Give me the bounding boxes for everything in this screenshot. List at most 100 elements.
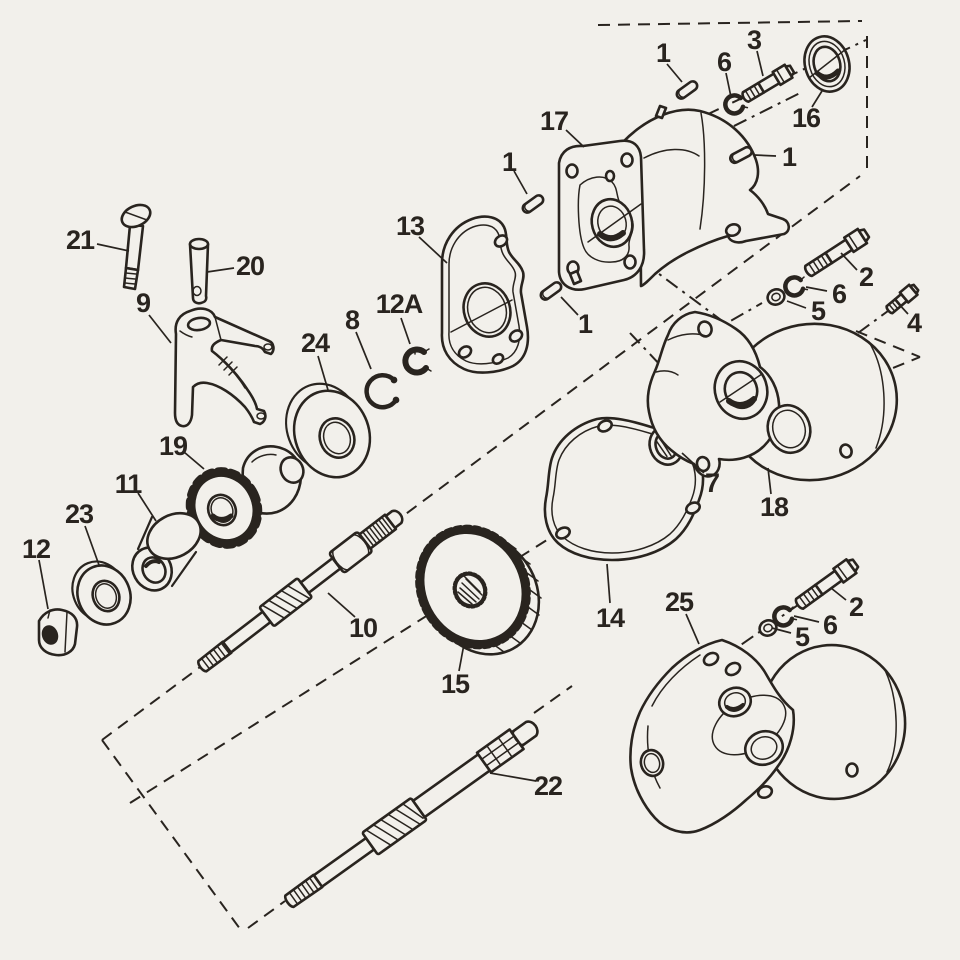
part-20-clevis-pin xyxy=(188,237,210,305)
bracket-bolt-hole xyxy=(724,223,742,237)
axis-bolt4 xyxy=(857,310,889,334)
leader-line-14-21 xyxy=(606,563,611,604)
nut-bore xyxy=(41,625,59,645)
callout-16-11: 16 xyxy=(792,103,821,133)
hub-knob xyxy=(279,456,305,484)
callout-15-22: 15 xyxy=(441,669,470,699)
callout-17-7: 17 xyxy=(540,106,568,136)
leader-line-1-14 xyxy=(560,296,579,316)
housing-top-stub xyxy=(654,104,668,120)
part-11-bushing xyxy=(130,511,202,592)
part-12-hex-nut xyxy=(37,608,79,657)
gear-teeth-ring xyxy=(415,524,531,650)
leader-line-6-9 xyxy=(725,72,732,98)
spline-bore-teeth xyxy=(452,571,488,609)
callout-25-23: 25 xyxy=(665,587,694,617)
callout-6-9: 6 xyxy=(717,47,732,77)
leader-line-7-19 xyxy=(681,452,705,474)
axis-main-upper xyxy=(101,175,861,741)
bushing-flange xyxy=(146,511,202,561)
bore-axis-line xyxy=(450,299,513,333)
bore-axis-line xyxy=(719,373,763,403)
callout-14-21: 14 xyxy=(596,603,625,633)
leader-line-5-17 xyxy=(786,300,807,309)
callout-2-15: 2 xyxy=(859,262,873,292)
centerline-top xyxy=(597,20,863,26)
leader-line-10-27 xyxy=(327,592,356,618)
part-23-washer xyxy=(71,560,132,626)
leader-line-16-11 xyxy=(811,90,823,108)
callout-13-6: 13 xyxy=(396,211,425,241)
callout-10-27: 10 xyxy=(349,613,377,643)
callout-1-12: 1 xyxy=(782,142,797,172)
leader-line-1-13 xyxy=(513,170,528,195)
fork-pivot-hole xyxy=(186,316,212,332)
gasket-bore xyxy=(462,282,512,338)
callout-19-28: 19 xyxy=(159,431,188,461)
part-25-cover-housing xyxy=(629,638,907,834)
callout-5-17: 5 xyxy=(811,296,826,326)
leader-line-13-6 xyxy=(418,236,448,264)
leader-line-1-8 xyxy=(666,63,683,83)
part-24-spacer-washer xyxy=(285,382,372,479)
pin-hole xyxy=(192,285,202,297)
callout-22-32: 22 xyxy=(534,771,562,801)
leader-line-2-24 xyxy=(830,587,847,601)
callout-1-14: 1 xyxy=(578,309,593,339)
leader-line-3-10 xyxy=(756,50,764,77)
leader-line-11-29 xyxy=(137,492,157,522)
callout-12-31: 12 xyxy=(22,534,50,564)
callout-4-18: 4 xyxy=(907,308,922,338)
callout-1-8: 1 xyxy=(656,38,671,68)
callout-6-25: 6 xyxy=(823,610,838,640)
leader-line-12-31 xyxy=(38,559,49,610)
leader-line-21-0 xyxy=(96,243,130,252)
callout-5-26: 5 xyxy=(795,622,810,652)
leader-line-18-20 xyxy=(767,467,772,495)
callout-12a-5: 12A xyxy=(376,289,423,319)
part-16-oil-seal xyxy=(803,35,851,93)
center-bore xyxy=(723,370,759,410)
callout-2-24: 2 xyxy=(849,592,863,622)
shaft-tip xyxy=(510,720,539,748)
callout-18-20: 18 xyxy=(760,492,789,522)
leader-line-6-16 xyxy=(805,286,828,292)
axis-housing17-18 xyxy=(642,261,753,344)
callout-7-19: 7 xyxy=(705,468,719,498)
callout-11-29: 11 xyxy=(115,469,143,499)
axis-shaft22 xyxy=(247,685,573,929)
leader-line-23-30 xyxy=(84,525,100,566)
part-13-gasket xyxy=(440,215,530,374)
part-12a-e-clip xyxy=(402,346,432,376)
plate-pin-stub xyxy=(568,269,583,286)
part-8-retaining-ring xyxy=(364,373,400,410)
leader-line-4-18 xyxy=(896,301,909,315)
part-21-slotted-screw xyxy=(120,203,152,291)
callout-20-1: 20 xyxy=(236,251,264,281)
callout-9-2: 9 xyxy=(136,288,151,318)
bore-axis-line xyxy=(587,203,642,243)
leader-line-19-28 xyxy=(183,451,205,470)
leader-line-17-7 xyxy=(565,129,585,148)
leader-line-9-2 xyxy=(148,314,172,344)
part-19-clutch-gear xyxy=(185,445,305,549)
leader-line-1-12 xyxy=(753,154,777,157)
leader-line-24-3 xyxy=(317,355,329,391)
callout-21-0: 21 xyxy=(66,225,95,255)
leader-line-8-4 xyxy=(355,331,372,370)
leader-line-22-32 xyxy=(489,772,537,782)
callout-3-10: 3 xyxy=(747,25,762,55)
part-9-shifter-fork xyxy=(173,307,275,428)
callout-23-30: 23 xyxy=(65,499,94,529)
callout-1-13: 1 xyxy=(502,147,517,177)
callout-6-16: 6 xyxy=(832,279,847,309)
housing-flange xyxy=(646,310,781,478)
leader-line-2-15 xyxy=(840,252,858,271)
part-22-output-shaft xyxy=(283,720,539,909)
leader-line-6-25 xyxy=(793,615,820,623)
part-15-driven-gear xyxy=(415,524,542,656)
leader-line-25-23 xyxy=(685,613,700,645)
